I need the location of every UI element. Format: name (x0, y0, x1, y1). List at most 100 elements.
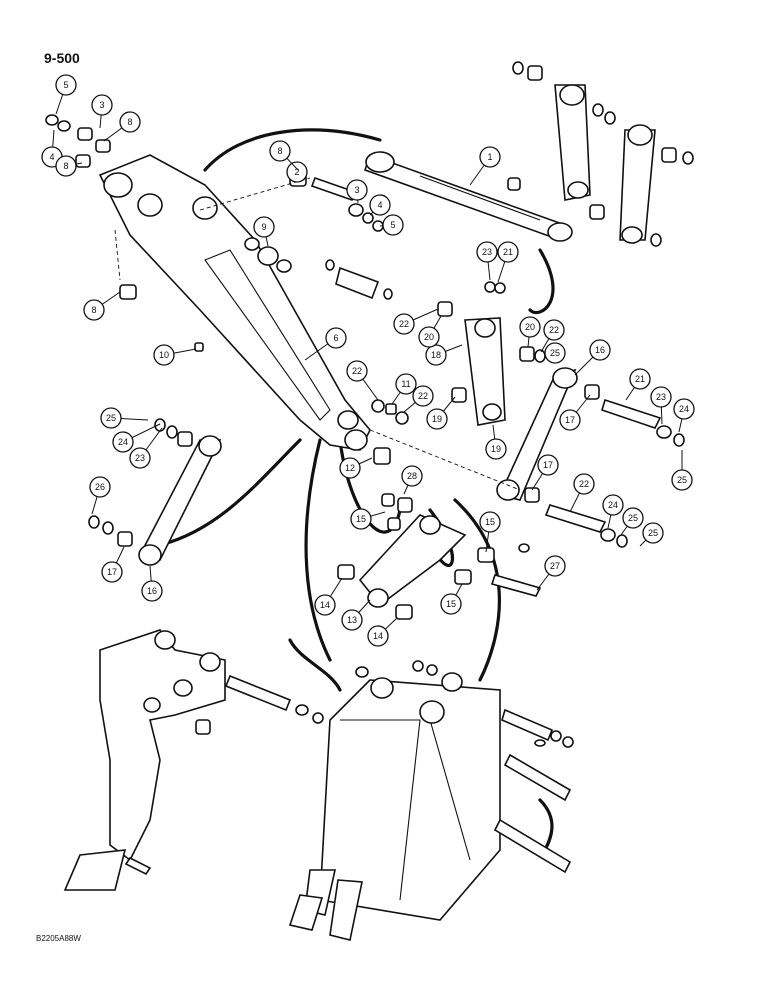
dipper-links (507, 61, 694, 247)
callout-22: 22 (540, 319, 565, 353)
callout-circle (55, 155, 77, 177)
callout-circle (346, 179, 368, 201)
callout-25: 25 (544, 342, 566, 364)
callout-number: 27 (550, 561, 560, 571)
callout-circle (346, 360, 368, 382)
callout-11: 11 (391, 373, 417, 405)
callout-18: 18 (425, 344, 463, 366)
callout-circle (479, 146, 501, 168)
callout-circle (412, 385, 434, 407)
callout-number: 14 (373, 631, 383, 641)
callout-number: 22 (352, 366, 362, 376)
callout-23: 23 (476, 241, 498, 281)
callout-number: 21 (635, 374, 645, 384)
guide-link-right (437, 281, 546, 426)
callout-circle (673, 398, 695, 420)
callout-number: 15 (485, 517, 495, 527)
callout-number: 22 (579, 479, 589, 489)
callout-circle (253, 216, 275, 238)
callout-1: 1 (469, 146, 501, 186)
callout-circle (89, 476, 111, 498)
bucket-link-right (369, 367, 685, 548)
callout-number: 14 (320, 600, 330, 610)
callout-17: 17 (101, 546, 125, 583)
dipper-arm (98, 154, 371, 451)
callout-circle (350, 508, 372, 530)
callout-24: 24 (112, 423, 161, 453)
callout-circle (671, 469, 693, 491)
callout-number: 5 (63, 80, 68, 90)
callout-number: 5 (390, 220, 395, 230)
callout-circle (479, 511, 501, 533)
bucket (288, 660, 574, 941)
callout-22: 22 (569, 473, 595, 513)
callout-circle (622, 507, 644, 529)
callout-16: 16 (574, 339, 611, 376)
callout-number: 20 (525, 322, 535, 332)
callout-number: 4 (49, 152, 54, 162)
callout-number: 8 (91, 305, 96, 315)
callout-19: 19 (426, 396, 456, 430)
callout-number: 8 (277, 146, 282, 156)
callout-circle (476, 241, 498, 263)
callout-circle (55, 74, 77, 96)
callout-number: 26 (95, 482, 105, 492)
callout-25: 25 (620, 507, 644, 536)
callout-number: 23 (482, 247, 492, 257)
callout-circle (341, 609, 363, 631)
callout-number: 8 (63, 161, 68, 171)
callout-number: 21 (503, 247, 513, 257)
callout-number: 18 (431, 350, 441, 360)
callout-number: 1 (487, 152, 492, 162)
callout-circle (129, 447, 151, 469)
callout-circle (440, 593, 462, 615)
callout-22: 22 (403, 385, 434, 413)
ripper-tooth (63, 629, 324, 891)
callout-circle (544, 555, 566, 577)
callout-8: 8 (269, 140, 299, 171)
callout-circle (573, 473, 595, 495)
callout-circle (629, 368, 651, 390)
callout-4: 4 (369, 194, 391, 216)
section-number: 9-500 (44, 50, 80, 66)
callout-8: 8 (55, 155, 83, 177)
callout-number: 25 (106, 413, 116, 423)
callout-circle (519, 316, 541, 338)
callout-3: 3 (346, 179, 368, 204)
callout-circle (153, 344, 175, 366)
callout-circle (426, 408, 448, 430)
callout-number: 20 (424, 332, 434, 342)
callout-number: 17 (107, 567, 117, 577)
callout-15: 15 (440, 583, 463, 615)
callout-circle (602, 494, 624, 516)
callout-number: 11 (401, 379, 410, 389)
callout-circle (382, 214, 404, 236)
callout-number: 16 (595, 345, 605, 355)
callout-circle (589, 339, 611, 361)
callout-circle (141, 580, 163, 602)
callout-number: 2 (294, 167, 299, 177)
callout-6: 6 (304, 327, 347, 361)
callout-number: 24 (118, 437, 128, 447)
callout-number: 16 (147, 586, 157, 596)
callout-circle (91, 94, 113, 116)
callout-circle (101, 561, 123, 583)
callout-circle (112, 431, 134, 453)
callout-number: 13 (347, 615, 357, 625)
callout-10: 10 (153, 344, 197, 366)
callout-number: 23 (656, 392, 666, 402)
guide-link-left (88, 418, 222, 566)
callout-number: 24 (608, 500, 618, 510)
callout-circle (401, 465, 423, 487)
callout-number: 25 (550, 348, 560, 358)
callout-number: 15 (356, 514, 366, 524)
callout-circle (650, 386, 672, 408)
callout-circle (314, 594, 336, 616)
callout-circle (543, 319, 565, 341)
callout-number: 24 (679, 404, 689, 414)
callout-circle (269, 140, 291, 162)
bucket-link (337, 493, 542, 620)
callout-24: 24 (673, 398, 695, 433)
callout-22: 22 (346, 360, 379, 401)
